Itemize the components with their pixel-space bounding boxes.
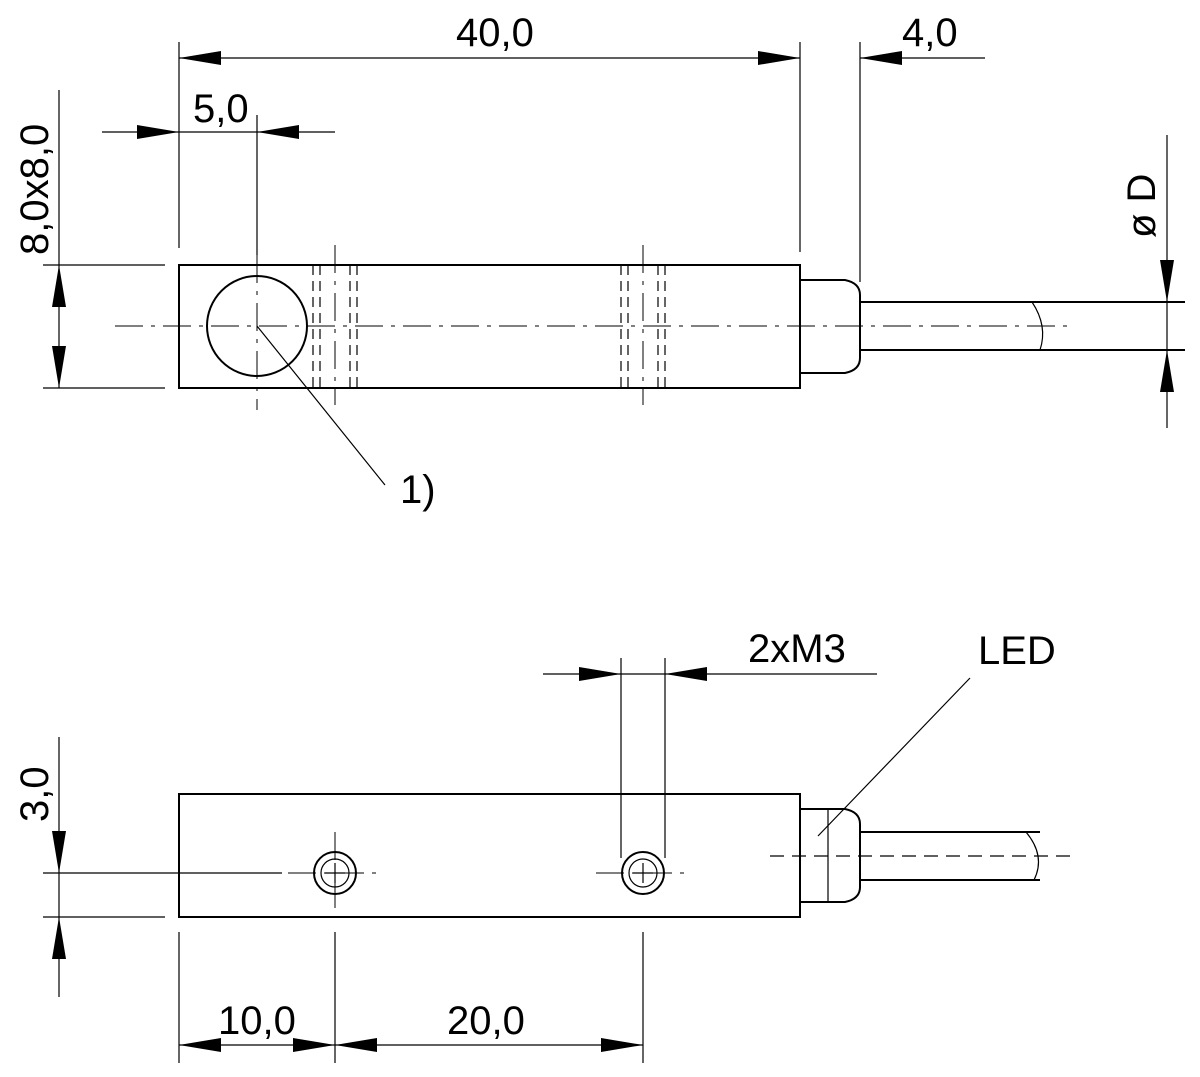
note-label: 1) — [400, 468, 436, 512]
top-view: 1) 40,0 4,0 5,0 8,0x8,0 ø D — [13, 11, 1185, 512]
led-label: LED — [978, 629, 1056, 673]
dim-cable-exit: 4,0 — [902, 11, 958, 55]
dim-first-hole: 10,0 — [218, 999, 296, 1043]
side-housing — [178, 793, 801, 918]
dim-thickness: 3,0 — [13, 766, 57, 822]
dim-cable-diameter: ø D — [1120, 174, 1164, 238]
dim-hole-spacing: 20,0 — [447, 999, 525, 1043]
dim-hole-offset: 5,0 — [193, 87, 249, 131]
side-view: 2xM3 LED 3,0 10,0 20,0 — [13, 627, 1072, 1063]
dim-length: 40,0 — [456, 11, 534, 55]
dim-thread: 2xM3 — [748, 627, 846, 671]
dim-cross-section: 8,0x8,0 — [13, 124, 57, 255]
